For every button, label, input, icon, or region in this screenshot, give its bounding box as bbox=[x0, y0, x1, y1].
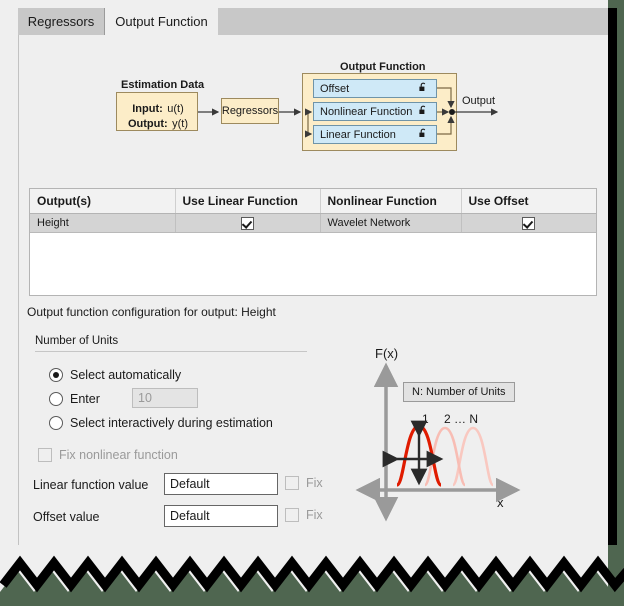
offset-value-input[interactable]: Default bbox=[164, 505, 278, 527]
output-function-title: Output Function bbox=[340, 61, 426, 73]
use-offset-checkbox[interactable] bbox=[522, 216, 536, 230]
config-title: Output function configuration for output… bbox=[27, 305, 276, 319]
linear-function-value-input[interactable]: Default bbox=[164, 473, 278, 495]
plot-unit-label-n: 2 … N bbox=[444, 412, 479, 426]
radio-select-automatically-label: Select automatically bbox=[70, 368, 182, 382]
cell-use-offset[interactable] bbox=[461, 213, 596, 233]
offset-fix-row[interactable]: Fix bbox=[285, 508, 323, 522]
estimation-data-box: Input: u(t) Output: y(t) bbox=[116, 92, 198, 131]
plot-graphic bbox=[355, 362, 521, 522]
estimation-input-label: Input: bbox=[132, 103, 163, 115]
group-separator bbox=[35, 351, 307, 352]
block-offset-label: Offset bbox=[320, 82, 350, 95]
radio-enter-label: Enter bbox=[70, 392, 100, 406]
column-header-use-offset[interactable]: Use Offset bbox=[461, 189, 596, 214]
tab-output-function[interactable]: Output Function bbox=[105, 8, 218, 35]
block-offset[interactable]: Offset bbox=[313, 79, 437, 98]
offset-fix-label: Fix bbox=[306, 508, 323, 522]
number-of-units-value: 10 bbox=[138, 391, 152, 405]
output-function-panel: Estimation Data Input: u(t) Output: y(t)… bbox=[18, 35, 608, 545]
plot-legend-label: N: Number of Units bbox=[412, 386, 506, 398]
radio-enter[interactable]: Enter bbox=[49, 390, 100, 408]
number-of-units-illustration: F(x) N: Number of Units 1 2 … N x bbox=[349, 340, 549, 540]
dialog-sheet: Regressors Output Function Estimation Da… bbox=[0, 0, 608, 576]
block-linear-function-label: Linear Function bbox=[320, 128, 396, 141]
plot-legend-box: N: Number of Units bbox=[403, 382, 515, 402]
unlock-icon[interactable] bbox=[418, 82, 429, 96]
cell-nonlinear-function[interactable]: Wavelet Network bbox=[320, 213, 462, 233]
radio-select-interactively[interactable]: Select interactively during estimation bbox=[49, 414, 273, 432]
offset-value: Default bbox=[170, 509, 210, 523]
column-header-outputs[interactable]: Output(s) bbox=[30, 189, 176, 214]
estimation-output-value: y(t) bbox=[172, 118, 189, 130]
fix-nonlinear-function-label: Fix nonlinear function bbox=[59, 448, 178, 462]
plot-y-axis-label: F(x) bbox=[375, 346, 399, 361]
tab-output-function-label: Output Function bbox=[115, 14, 208, 29]
offset-fix-checkbox[interactable] bbox=[285, 508, 299, 522]
linear-fix-checkbox[interactable] bbox=[285, 476, 299, 490]
fix-nonlinear-function-row[interactable]: Fix nonlinear function bbox=[38, 448, 178, 462]
number-of-units-input[interactable]: 10 bbox=[132, 388, 198, 408]
plot-unit-label-1: 1 bbox=[422, 412, 429, 426]
output-arrow-label: Output bbox=[462, 95, 496, 107]
block-nonlinear-function[interactable]: Nonlinear Function bbox=[313, 102, 437, 121]
regressors-box: Regressors bbox=[221, 98, 279, 124]
block-nonlinear-function-label: Nonlinear Function bbox=[320, 105, 413, 118]
outputs-table[interactable]: Output(s) Use Linear Function Nonlinear … bbox=[29, 188, 597, 296]
column-header-nonlinear-function[interactable]: Nonlinear Function bbox=[320, 189, 462, 214]
estimation-output-label: Output: bbox=[127, 118, 168, 130]
fix-nonlinear-function-checkbox[interactable] bbox=[38, 448, 52, 462]
linear-fix-label: Fix bbox=[306, 476, 323, 490]
linear-function-value: Default bbox=[170, 477, 210, 491]
use-linear-function-checkbox[interactable] bbox=[241, 216, 254, 230]
radio-select-interactively-label: Select interactively during estimation bbox=[70, 416, 273, 430]
table-header-row: Output(s) Use Linear Function Nonlinear … bbox=[30, 189, 596, 214]
offset-value-label: Offset value bbox=[33, 510, 100, 524]
cell-output-name[interactable]: Height bbox=[30, 213, 176, 233]
tab-regressors[interactable]: Regressors bbox=[18, 8, 105, 35]
number-of-units-group: Number of Units bbox=[35, 335, 307, 352]
diagram-wires bbox=[198, 87, 499, 138]
linear-function-value-label: Linear function value bbox=[33, 478, 149, 492]
tab-bar: Regressors Output Function bbox=[18, 8, 608, 35]
radio-icon[interactable] bbox=[49, 368, 63, 382]
column-header-use-linear-function[interactable]: Use Linear Function bbox=[175, 189, 321, 214]
block-linear-function[interactable]: Linear Function bbox=[313, 125, 437, 144]
window-drop-shadow bbox=[608, 8, 617, 586]
cell-use-linear-function[interactable] bbox=[175, 213, 321, 233]
unlock-icon[interactable] bbox=[418, 128, 429, 142]
radio-select-automatically[interactable]: Select automatically bbox=[49, 366, 181, 384]
regressors-box-label: Regressors bbox=[221, 105, 279, 117]
linear-fix-row[interactable]: Fix bbox=[285, 476, 323, 490]
unlock-icon[interactable] bbox=[418, 105, 429, 119]
plot-x-axis-label: x bbox=[497, 495, 504, 510]
radio-icon[interactable] bbox=[49, 392, 63, 406]
table-row[interactable]: Height Wavelet Network bbox=[30, 213, 596, 233]
number-of-units-label: Number of Units bbox=[35, 335, 119, 347]
output-function-diagram: Estimation Data Input: u(t) Output: y(t)… bbox=[19, 35, 608, 175]
estimation-data-title: Estimation Data bbox=[121, 79, 205, 91]
torn-paper-edge bbox=[0, 545, 624, 606]
tab-regressors-label: Regressors bbox=[27, 14, 95, 29]
radio-icon[interactable] bbox=[49, 416, 63, 430]
estimation-input-value: u(t) bbox=[167, 103, 184, 115]
